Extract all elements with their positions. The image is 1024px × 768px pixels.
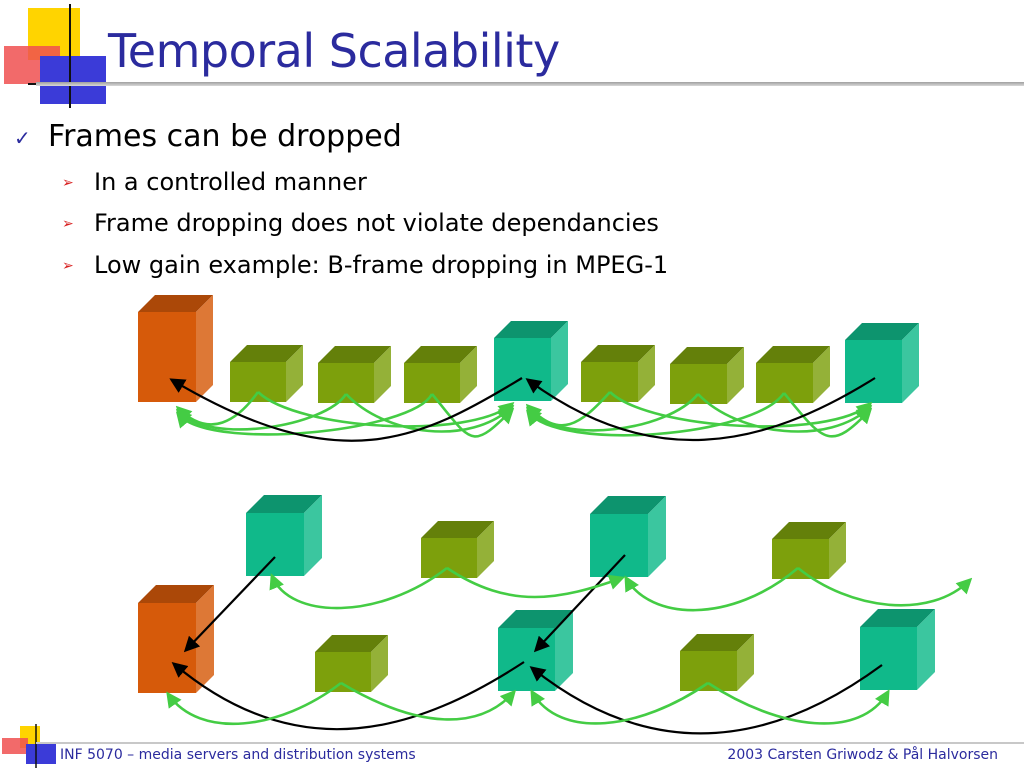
B-frame-cube	[318, 346, 391, 403]
footer-authors: 2003 Carsten Griwodz & Pål Halvorsen	[727, 747, 998, 763]
bidirectional-arrow	[175, 393, 434, 436]
bidirectional-arrow	[166, 681, 342, 726]
I-frame-cube	[138, 585, 214, 693]
frame-cubes	[138, 295, 935, 693]
P-frame-cube	[590, 496, 666, 577]
B-frame-cube	[772, 522, 846, 579]
bidirectional-arrow	[707, 681, 890, 725]
prediction-arrow	[183, 556, 276, 653]
prediction-arrow	[171, 661, 525, 731]
footer-logo	[2, 724, 56, 768]
bidirectional-arrow	[530, 681, 709, 725]
bidirectional-arrow	[697, 393, 873, 433]
bidirectional-arrow	[624, 567, 799, 612]
B-frame-cube	[404, 346, 477, 403]
B-frame-cube	[230, 345, 303, 402]
B-frame-cube	[581, 345, 655, 402]
bidirectional-arrow	[345, 393, 515, 433]
slide-title: Temporal Scalability	[108, 24, 560, 78]
B-frame-cube	[421, 521, 494, 578]
bidirectional-arrow	[526, 392, 786, 437]
bidirectional-arrow	[340, 681, 517, 721]
bidirectional-arrow	[257, 391, 515, 428]
logo-blue-square	[40, 56, 106, 104]
footer-divider	[36, 742, 1024, 744]
prediction-arrow	[169, 377, 523, 442]
prediction-arrow	[525, 377, 876, 442]
bidirectional-arrow	[609, 391, 873, 428]
B-frame-cube	[680, 634, 754, 691]
I-frame-cube	[138, 295, 213, 402]
sub-bullet-text: Low gain example: B-frame dropping in MP…	[94, 251, 669, 279]
arrowhead-icon: ➢	[62, 216, 74, 232]
bidirectional-arrow	[446, 566, 625, 599]
P-frame-cube	[860, 609, 935, 690]
arrowhead-icon: ➢	[62, 175, 74, 191]
P-frame-cube	[494, 321, 568, 401]
bidirectional-arrow	[797, 566, 973, 607]
arrowhead-icon: ➢	[62, 258, 74, 274]
B-frame-cube	[670, 347, 744, 404]
B-frame-cube	[315, 635, 388, 692]
prediction-arrow	[533, 554, 626, 653]
sub-bullet-text: Frame dropping does not violate dependan…	[94, 209, 659, 237]
bidirectional-arrow	[782, 392, 873, 438]
footer-course: INF 5070 – media servers and distributio…	[60, 747, 416, 763]
bullet-main-text: Frames can be dropped	[48, 119, 402, 154]
prediction-arrow	[529, 664, 883, 735]
sub-bullet-text: In a controlled manner	[94, 168, 367, 196]
bidirectional-arrow	[175, 393, 348, 431]
P-frame-cube	[246, 495, 322, 576]
title-divider	[36, 82, 1024, 86]
dependency-arrows	[166, 377, 973, 735]
bidirectional-arrow	[269, 566, 448, 610]
bidirectional-arrow	[525, 393, 700, 432]
checkmark-icon: ✓	[14, 126, 31, 150]
B-frame-cube	[756, 346, 830, 403]
bidirectional-arrow	[431, 393, 515, 438]
P-frame-cube	[845, 323, 919, 403]
